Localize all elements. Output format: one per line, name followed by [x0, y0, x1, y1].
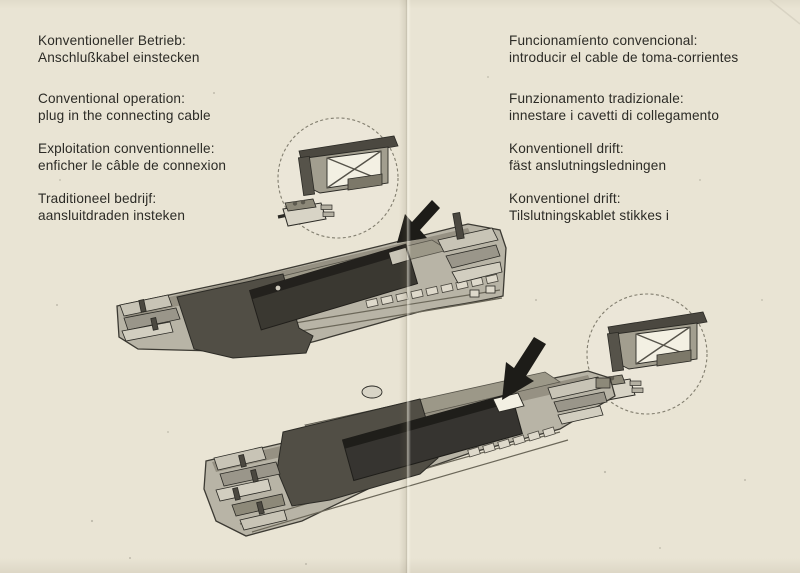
instruction-text: innestare i cavetti di collegamento	[509, 107, 720, 123]
instruction-title: Exploitation conventionnelle:	[38, 141, 215, 156]
instruction-title: Conventional operation:	[38, 91, 186, 106]
instruction-title: Konventionell drift:	[509, 141, 624, 156]
rail-end-right-bottom	[547, 376, 611, 425]
instruction-block-italian: Funzionamento tradizionale: innestare i …	[509, 91, 719, 125]
instruction-block-spanish: Funcionamíento convencional: introducir …	[509, 33, 738, 67]
instruction-block-danish: Konventionel drift: Tilslutningskablet s…	[509, 191, 669, 225]
rail-end-right-top	[437, 212, 503, 298]
instruction-block-swedish: Konventionell drift: fäst anslutningsled…	[509, 141, 666, 175]
instruction-text: plug in the connecting cable	[38, 107, 211, 123]
instruction-title: Konventionel drift:	[509, 191, 621, 206]
instruction-text: Tilslutningskablet stikkes i	[509, 207, 670, 223]
instruction-block-german: Konventioneller Betrieb: Anschlußkabel e…	[38, 33, 200, 67]
instruction-block-dutch: Traditioneel bedrijf: aansluitdraden ins…	[38, 191, 185, 225]
instruction-text: aansluitdraden insteken	[38, 207, 186, 223]
rail-end-left-top	[119, 294, 181, 342]
insertion-arrow-bottom	[502, 337, 546, 400]
fold-crease	[399, 0, 411, 573]
detail-inset-left	[276, 116, 400, 240]
instruction-title: Funzionamento tradizionale:	[509, 91, 684, 106]
instruction-text: fäst anslutningsledningen	[509, 157, 667, 173]
corner-crease	[769, 0, 800, 25]
instruction-block-french: Exploitation conventionnelle: enficher l…	[38, 141, 226, 175]
rail-end-left-bottom	[213, 446, 288, 531]
instruction-title: Konventioneller Betrieb:	[38, 33, 186, 48]
instruction-text: enficher le câble de connexion	[38, 157, 227, 173]
instruction-text: Anschlußkabel einstecken	[38, 49, 200, 65]
instruction-title: Traditioneel bedrijf:	[38, 191, 157, 206]
instruction-title: Funcionamíento convencional:	[509, 33, 698, 48]
instruction-text: introducir el cable de toma-corrientes	[509, 49, 739, 65]
connection-box-bottom	[341, 392, 524, 482]
instruction-block-english: Conventional operation: plug in the conn…	[38, 91, 211, 125]
